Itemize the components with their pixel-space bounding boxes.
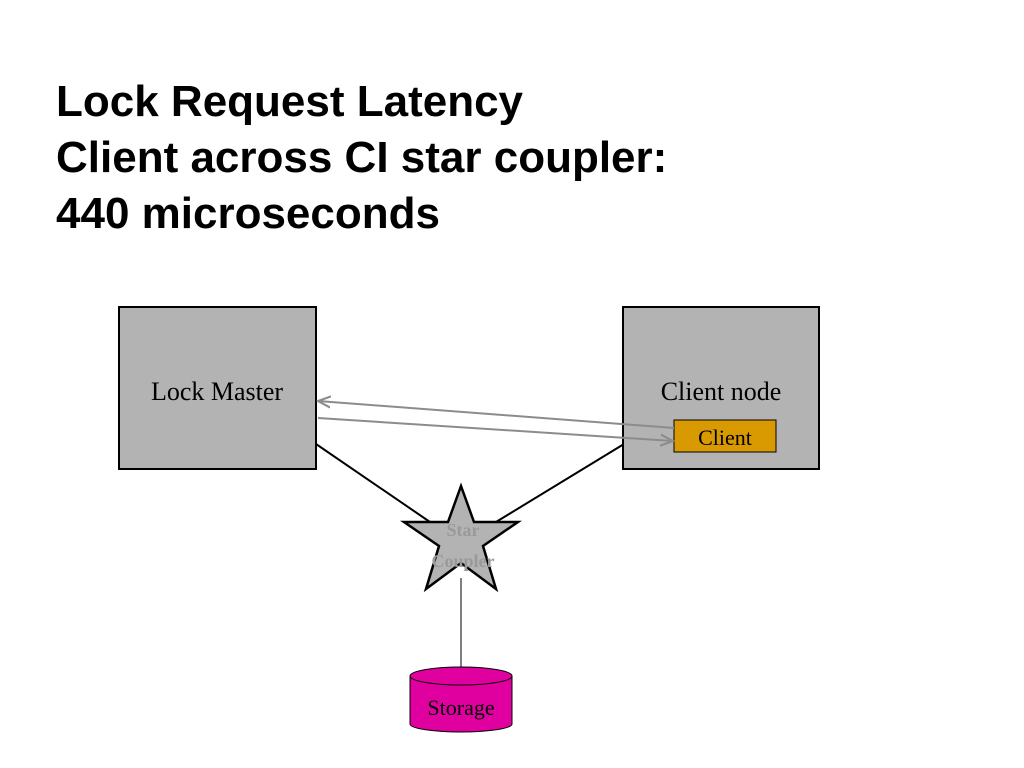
storage-label: Storage (427, 695, 494, 720)
star-coupler-label-line-1: Star (447, 520, 480, 540)
link-client-node-to-star (495, 443, 625, 523)
star-coupler-label-line-2: Coupler (432, 551, 495, 571)
client-process: Client (673, 419, 777, 453)
title-line-2: Client across CI star coupler: (56, 133, 668, 182)
star-coupler: Star Coupler (399, 482, 523, 593)
title-line-3: 440 microseconds (56, 189, 440, 238)
lock-master-node: Lock Master (118, 306, 317, 470)
reply-arrow-to-lock-master (318, 401, 675, 429)
star-icon (399, 482, 523, 593)
storage-disk: Storage (409, 666, 513, 733)
slide-title: Lock Request Latency Client across CI st… (56, 74, 996, 242)
title-line-1: Lock Request Latency (56, 77, 524, 126)
link-lock-master-to-star (315, 443, 431, 523)
client-label: Client (698, 425, 752, 450)
request-arrow-to-client (317, 417, 673, 441)
lock-master-label: Lock Master (151, 377, 283, 406)
client-node-label: Client node (661, 377, 782, 406)
